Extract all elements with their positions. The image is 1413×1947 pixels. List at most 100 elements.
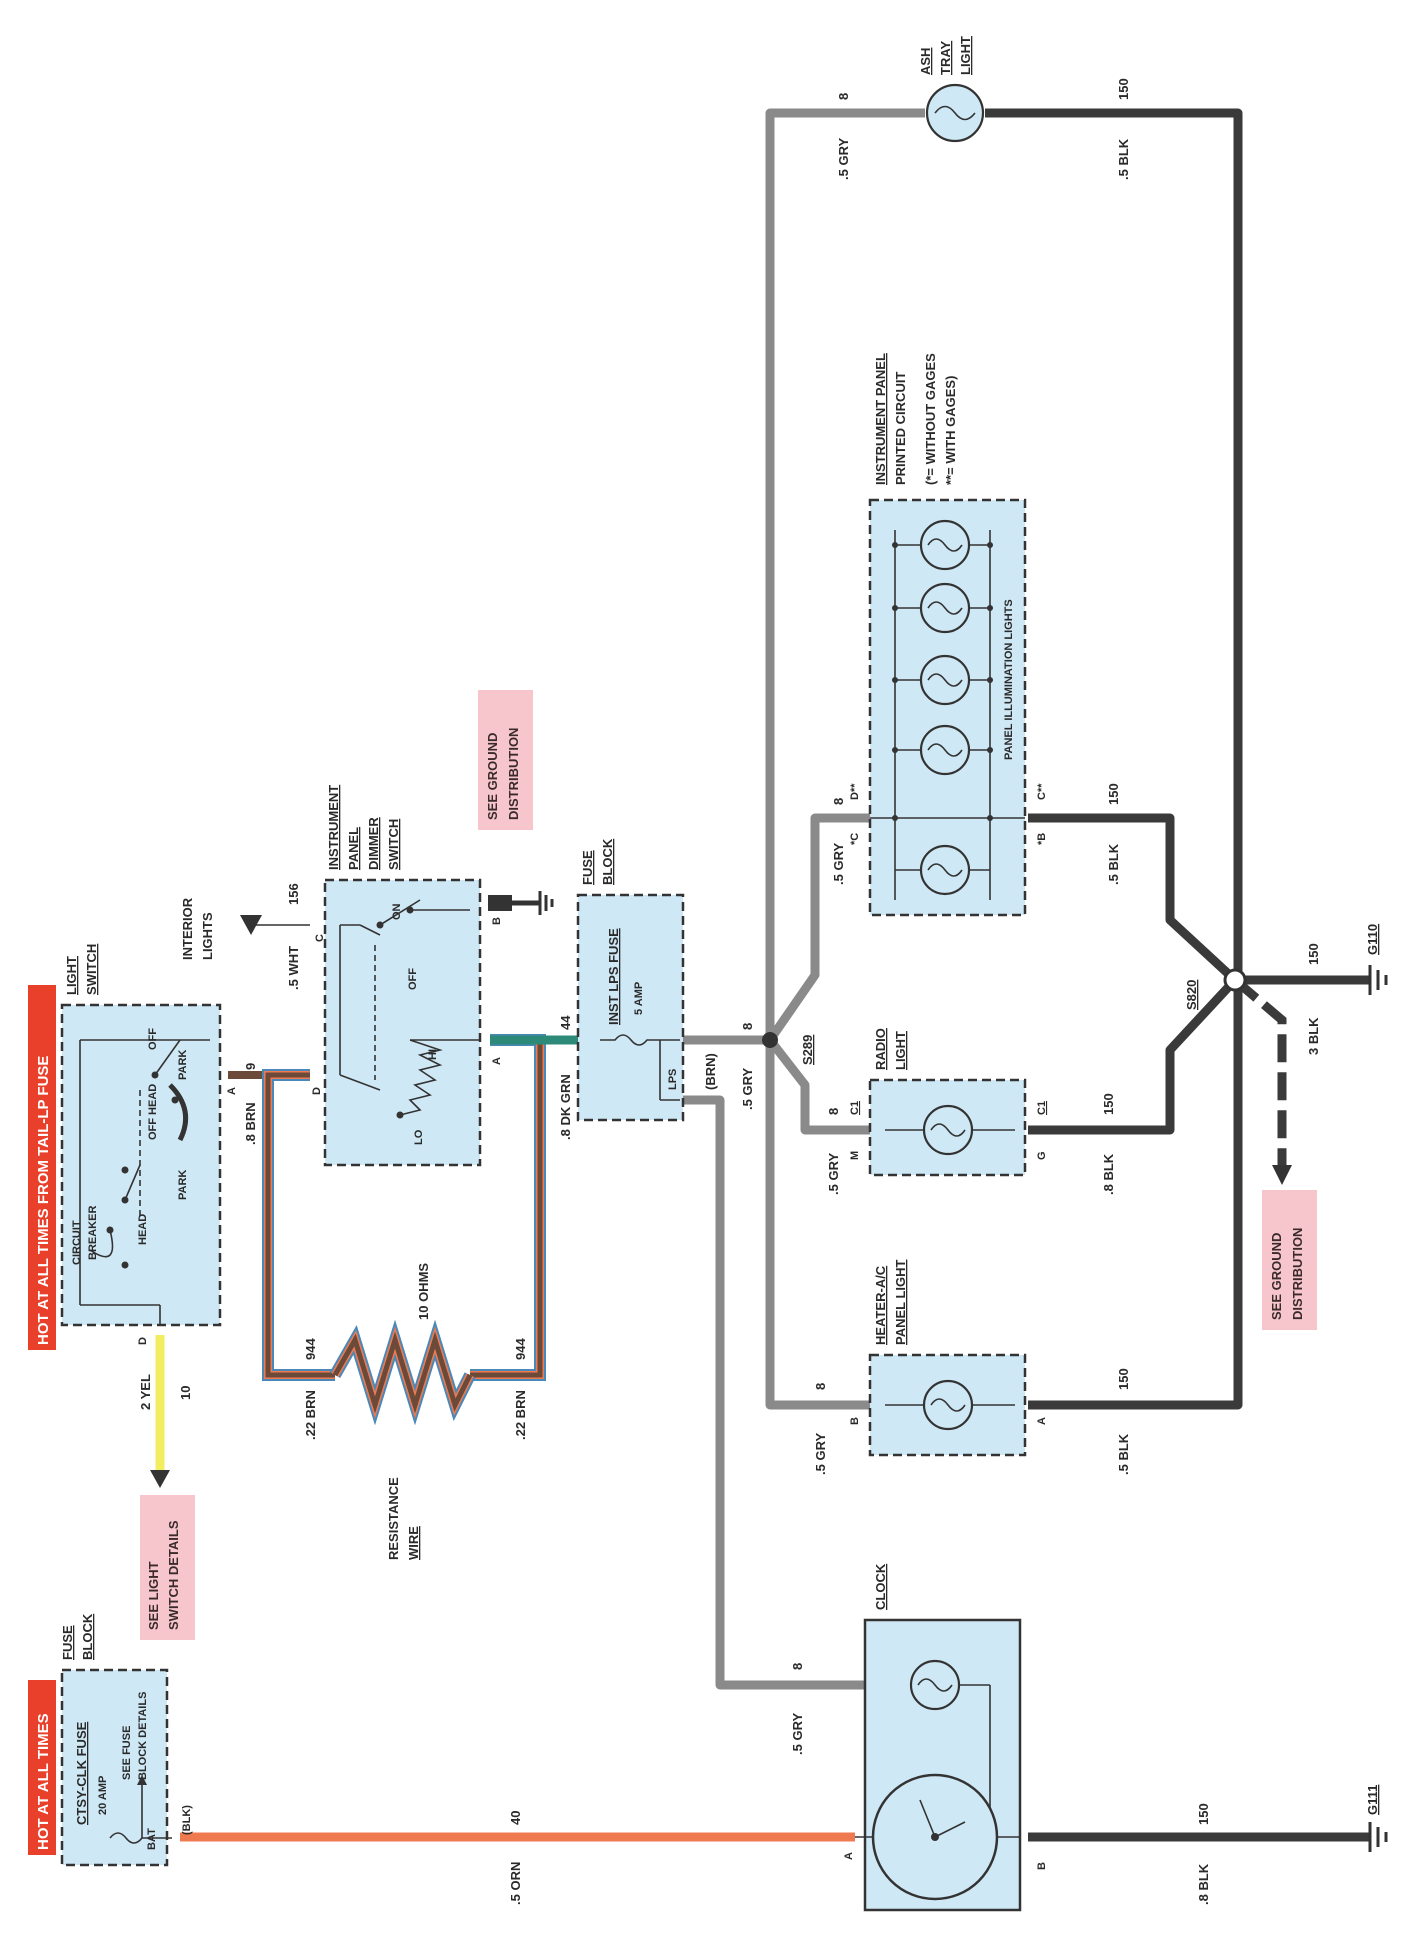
svg-text:G110: G110 bbox=[1365, 924, 1380, 955]
svg-text:PANEL ILLUMINATION LIGHTS: PANEL ILLUMINATION LIGHTS bbox=[1003, 599, 1015, 760]
svg-text:PANEL LIGHT: PANEL LIGHT bbox=[893, 1259, 908, 1345]
header-hot-all: HOT AT ALL TIMES bbox=[28, 1680, 56, 1855]
svg-text:FUSE: FUSE bbox=[60, 1625, 75, 1660]
svg-text:DIMMER: DIMMER bbox=[366, 817, 381, 870]
svg-text:SEE GROUND: SEE GROUND bbox=[485, 733, 500, 820]
label-22-brn-right: .22 BRN bbox=[513, 1390, 528, 1440]
svg-text:SWITCH: SWITCH bbox=[386, 819, 401, 870]
svg-text:A: A bbox=[226, 1087, 238, 1095]
svg-text:INST LPS FUSE: INST LPS FUSE bbox=[606, 928, 621, 1025]
splice-s289: S289 bbox=[762, 1032, 815, 1065]
label-5-blk-ipc: .5 BLK bbox=[1106, 843, 1121, 885]
label-9: 9 bbox=[243, 1063, 258, 1070]
svg-text:HOT AT ALL TIMES: HOT AT ALL TIMES bbox=[35, 1713, 52, 1850]
wire-blk-ash bbox=[985, 108, 1243, 1410]
wire-gry-clock bbox=[680, 1095, 865, 1690]
svg-text:A: A bbox=[843, 1852, 855, 1860]
wire-gry-radio bbox=[766, 1037, 870, 1135]
svg-text:B: B bbox=[849, 1417, 861, 1425]
label-5-orn: .5 ORN bbox=[508, 1862, 523, 1905]
note-see-ground-top: SEE GROUND DISTRIBUTION bbox=[478, 690, 533, 830]
label-8-blk-radio: .8 BLK bbox=[1101, 1153, 1116, 1195]
svg-text:B: B bbox=[1036, 1862, 1048, 1870]
wire-gry-ash bbox=[765, 108, 925, 1040]
label-944-right: 944 bbox=[513, 1338, 528, 1360]
svg-text:(*= WITHOUT GAGES: (*= WITHOUT GAGES bbox=[923, 353, 938, 485]
label-44: 44 bbox=[558, 1015, 573, 1030]
label-5-blk-heater: .5 BLK bbox=[1116, 1433, 1131, 1475]
svg-text:LIGHT: LIGHT bbox=[893, 1031, 908, 1070]
label-8-radio: 8 bbox=[826, 1108, 841, 1115]
heater-ac-panel-light: HEATER-A/C PANEL LIGHT B A bbox=[849, 1259, 1048, 1457]
fuse-block-inst: FUSE BLOCK INST LPS FUSE 5 AMP LPS bbox=[576, 838, 685, 1122]
fuse-block-ctsy: FUSE BLOCK CTSY-CLK FUSE 20 AMP SEE FUSE… bbox=[60, 1613, 193, 1867]
resistance-wire-title: RESISTANCE WIRE bbox=[386, 1477, 421, 1560]
header-tail-lp: HOT AT ALL TIMES FROM TAIL-LP FUSE bbox=[28, 985, 56, 1350]
label-5-gry-ash: .5 GRY bbox=[836, 138, 851, 180]
svg-text:C: C bbox=[314, 934, 326, 942]
svg-text:BREAKER: BREAKER bbox=[87, 1206, 99, 1260]
ipc-bulb-1 bbox=[895, 519, 990, 571]
svg-text:**= WITH GAGES): **= WITH GAGES) bbox=[943, 376, 958, 485]
svg-text:INTERIOR: INTERIOR bbox=[180, 897, 195, 960]
svg-text:LPS: LPS bbox=[667, 1069, 679, 1090]
svg-text:HEATER-A/C: HEATER-A/C bbox=[873, 1265, 888, 1345]
ipc-bulbs bbox=[892, 519, 993, 896]
note-see-ground-bottom: SEE GROUND DISTRIBUTION bbox=[1262, 1190, 1317, 1330]
svg-text:BLOCK DETAILS: BLOCK DETAILS bbox=[137, 1692, 149, 1780]
svg-text:5 AMP: 5 AMP bbox=[633, 982, 645, 1015]
label-150-radio: 150 bbox=[1101, 1093, 1116, 1115]
svg-text:C1: C1 bbox=[849, 1101, 861, 1115]
svg-text:D: D bbox=[311, 1087, 323, 1095]
label-brn-paren: (BRN) bbox=[703, 1053, 718, 1090]
svg-text:PANEL: PANEL bbox=[346, 827, 361, 870]
svg-text:BAT: BAT bbox=[146, 1828, 158, 1850]
label-40: 40 bbox=[508, 1811, 523, 1825]
svg-text:M: M bbox=[849, 1151, 861, 1160]
svg-text:S820: S820 bbox=[1184, 980, 1199, 1010]
label-5-gry-heater: .5 GRY bbox=[813, 1433, 828, 1475]
svg-text:BLOCK: BLOCK bbox=[80, 1613, 95, 1660]
wire-blk-ipc bbox=[1028, 813, 1239, 984]
ground-g110: G110 bbox=[1365, 924, 1388, 995]
arrow-ground-bottom bbox=[1272, 1165, 1292, 1185]
svg-text:HEAD: HEAD bbox=[137, 1214, 149, 1245]
label-8-ipc: 8 bbox=[831, 798, 846, 805]
label-8-dk-grn: .8 DK GRN bbox=[558, 1074, 573, 1140]
ipc-pin-c2: C** bbox=[1036, 783, 1048, 800]
svg-text:G111: G111 bbox=[1365, 1785, 1380, 1815]
svg-text:INSTRUMENT: INSTRUMENT bbox=[326, 785, 341, 870]
svg-text:B: B bbox=[491, 917, 503, 925]
light-switch-title-2: SWITCH bbox=[84, 944, 99, 995]
label-150-ipc: 150 bbox=[1106, 783, 1121, 805]
label-150-g110: 150 bbox=[1306, 943, 1321, 965]
label-5-wht: .5 WHT bbox=[286, 946, 301, 990]
svg-text:WIRE: WIRE bbox=[406, 1526, 421, 1560]
svg-text:LO: LO bbox=[413, 1129, 425, 1145]
dimmer-switch: INSTRUMENT PANEL DIMMER SWITCH ON OFF HI… bbox=[311, 785, 554, 1167]
label-5-gry-clock: .5 GRY bbox=[790, 1713, 805, 1755]
label-5-blk-ash: .5 BLK bbox=[1116, 138, 1131, 180]
svg-text:OFF HEAD: OFF HEAD bbox=[147, 1084, 159, 1140]
label-22-brn-left: .22 BRN bbox=[303, 1390, 318, 1440]
svg-text:FUSE: FUSE bbox=[580, 850, 595, 885]
label-150-clock: 150 bbox=[1196, 1803, 1211, 1825]
svg-text:HOT AT ALL TIMES FROM TAIL-LP: HOT AT ALL TIMES FROM TAIL-LP FUSE bbox=[35, 1056, 52, 1345]
svg-text:LIGHT: LIGHT bbox=[958, 36, 973, 75]
svg-text:S289: S289 bbox=[800, 1035, 815, 1065]
label-10: 10 bbox=[178, 1386, 193, 1400]
svg-text:A: A bbox=[1036, 1417, 1048, 1425]
svg-text:HI: HI bbox=[427, 1049, 439, 1060]
svg-text:(BLK): (BLK) bbox=[181, 1805, 193, 1835]
light-switch-title-1: LIGHT bbox=[64, 956, 79, 995]
label-10-ohms: 10 OHMS bbox=[416, 1263, 431, 1320]
label-8-clock: 8 bbox=[790, 1663, 805, 1670]
label-8-blk-clock: .8 BLK bbox=[1196, 1863, 1211, 1905]
ipc-pin-c: *C bbox=[849, 833, 861, 845]
label-5-gry-radio: .5 GRY bbox=[826, 1153, 841, 1195]
wire-yel bbox=[150, 1335, 170, 1488]
wire-blk-3 bbox=[1232, 976, 1287, 1165]
note-see-light-switch: SEE LIGHT SWITCH DETAILS bbox=[140, 1495, 195, 1640]
svg-text:A: A bbox=[491, 1057, 503, 1065]
